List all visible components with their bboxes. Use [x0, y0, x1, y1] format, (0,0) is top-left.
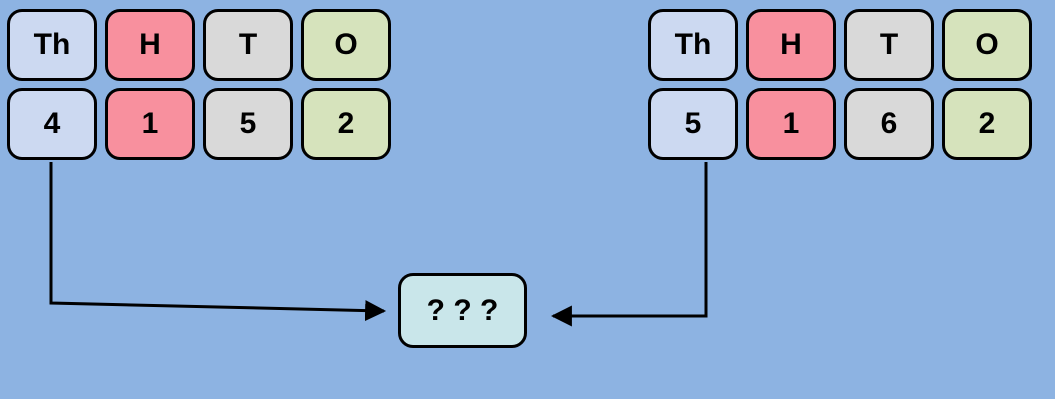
right-header-cell-hundreds: H [746, 9, 836, 81]
right-header-cell-thousands: Th [648, 9, 738, 81]
right-header-cell-tens: T [844, 9, 934, 81]
right-digit-cell-thousands: 5 [648, 88, 738, 160]
left-digit-cell-ones: 2 [301, 88, 391, 160]
left-header-cell-thousands: Th [7, 9, 97, 81]
right-digit-cell-ones: 2 [942, 88, 1032, 160]
right-digit-cell-hundreds: 1 [746, 88, 836, 160]
right-header-cell-ones: O [942, 9, 1032, 81]
right-digit-cell-tens: 6 [844, 88, 934, 160]
comparison-result-box: ? ? ? [398, 273, 527, 348]
left-header-cell-ones: O [301, 9, 391, 81]
left-digit-cell-tens: 5 [203, 88, 293, 160]
left-header-cell-hundreds: H [105, 9, 195, 81]
left-digit-cell-thousands: 4 [7, 88, 97, 160]
left-header-cell-tens: T [203, 9, 293, 81]
right-place-value-chart: Th H T O 5 1 6 2 [648, 9, 1032, 160]
left-place-value-chart: Th H T O 4 1 5 2 [7, 9, 391, 160]
arrow-left-thousands-to-result [49, 162, 387, 322]
left-digit-cell-hundreds: 1 [105, 88, 195, 160]
arrow-right-thousands-to-result [550, 162, 708, 327]
bottom-white-strip [0, 399, 1055, 402]
